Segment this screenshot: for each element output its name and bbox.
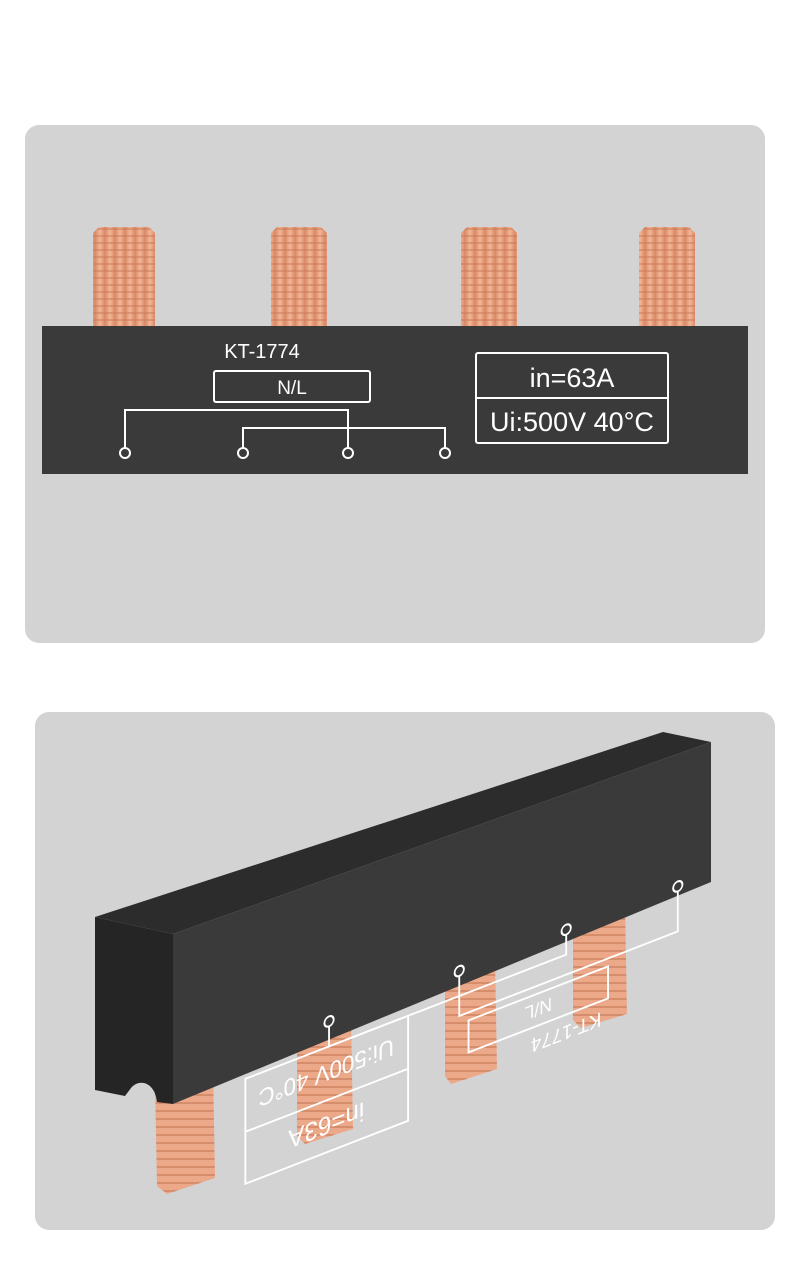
perspective-view-panel: N/L KT-1774 in=63A Ui:500V 40°C [35, 712, 775, 1230]
rating-current: in=63A [530, 363, 615, 393]
wiring-diagram [119, 409, 451, 459]
copper-pin [573, 902, 627, 1028]
type-label: N/L [277, 378, 307, 399]
copper-pin [461, 227, 517, 335]
copper-pins [155, 902, 627, 1194]
model-number: KT-1774 [224, 341, 300, 363]
copper-pin [639, 227, 695, 335]
busbar-top-face [95, 732, 711, 934]
busbar-front-view: KT-1774 N/L in=63A Ui:500V 40°C [42, 227, 748, 474]
type-label-box [213, 370, 371, 403]
front-view-panel: KT-1774 N/L in=63A Ui:500V 40°C [25, 125, 765, 643]
copper-pins [93, 227, 695, 335]
rating-box: in=63A Ui:500V 40°C [475, 352, 669, 444]
busbar-front-face [173, 742, 711, 1104]
busbar-end-face [95, 917, 173, 1104]
copper-pin [93, 227, 155, 335]
busbar-perspective-view: N/L KT-1774 in=63A Ui:500V 40°C [95, 732, 711, 1194]
copper-pin [271, 227, 327, 335]
rating-voltage-temp: Ui:500V 40°C [490, 407, 654, 437]
busbar-body [42, 326, 748, 474]
copper-pin [445, 957, 497, 1084]
wiring-diagram [323, 880, 684, 1048]
copper-pin [297, 1017, 353, 1144]
